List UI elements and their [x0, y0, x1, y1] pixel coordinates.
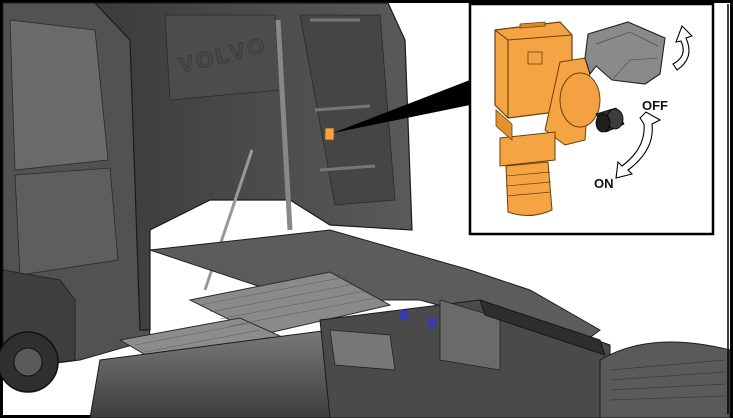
switch-detail-inset: OFF ON [468, 2, 715, 236]
rotate-arrow-icon [615, 111, 662, 179]
rear-wheel [599, 341, 731, 418]
lift-arrow-icon [672, 25, 694, 71]
callout-pointer [333, 80, 470, 133]
on-label: ON [594, 176, 614, 191]
switch-knob [595, 107, 625, 133]
cab-back-wall: VOLVO [93, 2, 413, 331]
battery-isolator-switch-icon [494, 21, 601, 216]
chassis [89, 229, 731, 418]
protective-cover [584, 21, 666, 85]
cab-front [0, 2, 151, 393]
off-label: OFF [642, 98, 668, 113]
isolator-switch-location [324, 127, 335, 141]
